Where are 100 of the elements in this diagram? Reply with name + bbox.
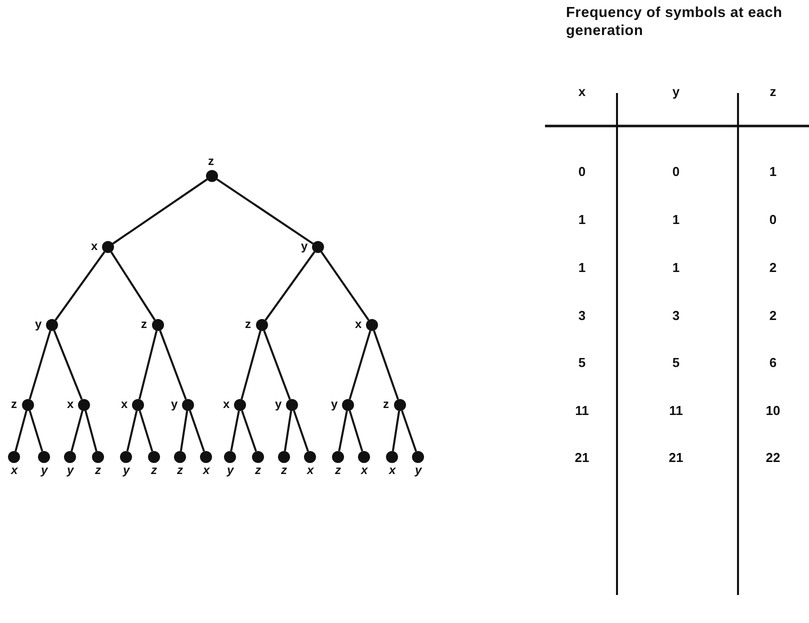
tree-branch bbox=[180, 410, 188, 452]
tree-node-dot bbox=[256, 319, 268, 331]
tree-branch bbox=[263, 330, 291, 400]
tree-node-dot bbox=[332, 451, 344, 463]
symbol-label: y bbox=[41, 463, 48, 477]
symbol-label: y bbox=[301, 239, 308, 253]
tree-node-dot bbox=[182, 399, 194, 411]
table-value: 0 bbox=[578, 164, 586, 180]
tree-node-dot bbox=[278, 451, 290, 463]
table-value: 22 bbox=[766, 450, 780, 466]
tree-branch bbox=[264, 251, 316, 321]
tree-node-dot bbox=[252, 451, 264, 463]
tree-branch bbox=[28, 410, 44, 452]
table-value: 1 bbox=[769, 164, 777, 180]
tree-branch bbox=[53, 330, 83, 400]
table-value: 0 bbox=[769, 212, 777, 228]
tree-node-dot bbox=[148, 451, 160, 463]
table-value: 3 bbox=[672, 308, 680, 324]
symbol-label: x bbox=[361, 463, 368, 477]
tree-branch bbox=[373, 330, 399, 400]
tree-node-dot bbox=[200, 451, 212, 463]
tree-node-dot bbox=[224, 451, 236, 463]
tree-branch bbox=[70, 410, 84, 452]
tree-node-dot bbox=[312, 241, 324, 253]
symbol-label: z bbox=[177, 463, 183, 477]
symbol-label: x bbox=[355, 317, 362, 331]
table-value: 10 bbox=[766, 403, 780, 419]
tree-node-dot bbox=[412, 451, 424, 463]
tree-node-dot bbox=[64, 451, 76, 463]
table-value: 0 bbox=[672, 164, 680, 180]
column-header: z bbox=[770, 84, 776, 100]
table-value: 2 bbox=[769, 308, 777, 324]
table-value: 21 bbox=[668, 450, 684, 466]
tree-node-dot bbox=[366, 319, 378, 331]
symbol-label: x bbox=[11, 463, 18, 477]
tree-branch bbox=[138, 410, 154, 452]
tree-node-dot bbox=[286, 399, 298, 411]
symbol-label: y bbox=[171, 397, 178, 411]
tree-branch bbox=[216, 178, 314, 244]
tree-branch bbox=[54, 251, 106, 321]
symbol-label: y bbox=[331, 397, 338, 411]
tree-node-dot bbox=[46, 319, 58, 331]
symbol-label: y bbox=[415, 463, 422, 477]
tree-branch bbox=[240, 330, 262, 400]
table-value: 6 bbox=[769, 355, 777, 371]
tree-branch bbox=[348, 410, 364, 452]
symbol-label: z bbox=[383, 397, 389, 411]
symbol-label: z bbox=[151, 463, 157, 477]
tree-branch bbox=[338, 410, 348, 452]
symbol-label: x bbox=[91, 239, 98, 253]
tree-branch bbox=[284, 410, 292, 452]
symbol-label: x bbox=[223, 397, 230, 411]
symbol-label: y bbox=[35, 317, 42, 331]
symbol-label: z bbox=[95, 463, 101, 477]
column-header: y bbox=[672, 84, 680, 100]
tree-node-dot bbox=[92, 451, 104, 463]
tree-node-dot bbox=[342, 399, 354, 411]
table-value: 21 bbox=[574, 450, 590, 466]
tree-branch bbox=[84, 410, 98, 452]
column-header: x bbox=[578, 84, 586, 100]
tree-node-dot bbox=[358, 451, 370, 463]
symbol-label: y bbox=[227, 463, 234, 477]
tree-node-dot bbox=[38, 451, 50, 463]
symbol-label: z bbox=[335, 463, 341, 477]
symbol-label: z bbox=[141, 317, 147, 331]
table-value: 1 bbox=[672, 260, 680, 276]
symbol-label: z bbox=[208, 154, 214, 168]
tree-node-dot bbox=[152, 319, 164, 331]
symbol-label: z bbox=[11, 397, 17, 411]
table-value: 1 bbox=[578, 260, 586, 276]
table-value: 5 bbox=[672, 355, 680, 371]
table-value: 2 bbox=[769, 260, 777, 276]
tree-node-dot bbox=[102, 241, 114, 253]
tree-node-dot bbox=[132, 399, 144, 411]
tree-node-dot bbox=[234, 399, 246, 411]
tree-node-dot bbox=[206, 170, 218, 182]
tree-node-dot bbox=[394, 399, 406, 411]
tree-branch bbox=[189, 410, 205, 452]
tree-node-dot bbox=[78, 399, 90, 411]
symbol-label: x bbox=[121, 397, 128, 411]
tree-branch bbox=[126, 410, 138, 452]
tree-branch bbox=[28, 330, 52, 400]
tree-branch bbox=[241, 410, 257, 452]
tree-branch bbox=[392, 410, 400, 452]
tree-node-dot bbox=[174, 451, 186, 463]
tree-branch bbox=[293, 410, 309, 452]
tree-branch bbox=[348, 330, 372, 400]
tree-branch bbox=[401, 410, 417, 452]
tree-node-dot bbox=[8, 451, 20, 463]
symbol-label: x bbox=[389, 463, 396, 477]
tree-branch bbox=[112, 178, 208, 244]
table-value: 11 bbox=[575, 403, 589, 419]
symbol-label: y bbox=[275, 397, 282, 411]
symbol-label: y bbox=[67, 463, 74, 477]
tree-branch bbox=[230, 410, 240, 452]
table-value: 5 bbox=[578, 355, 586, 371]
tree-branch bbox=[159, 330, 187, 400]
table-value: 3 bbox=[578, 308, 586, 324]
tree-node-dot bbox=[304, 451, 316, 463]
tree-branch bbox=[138, 330, 158, 400]
